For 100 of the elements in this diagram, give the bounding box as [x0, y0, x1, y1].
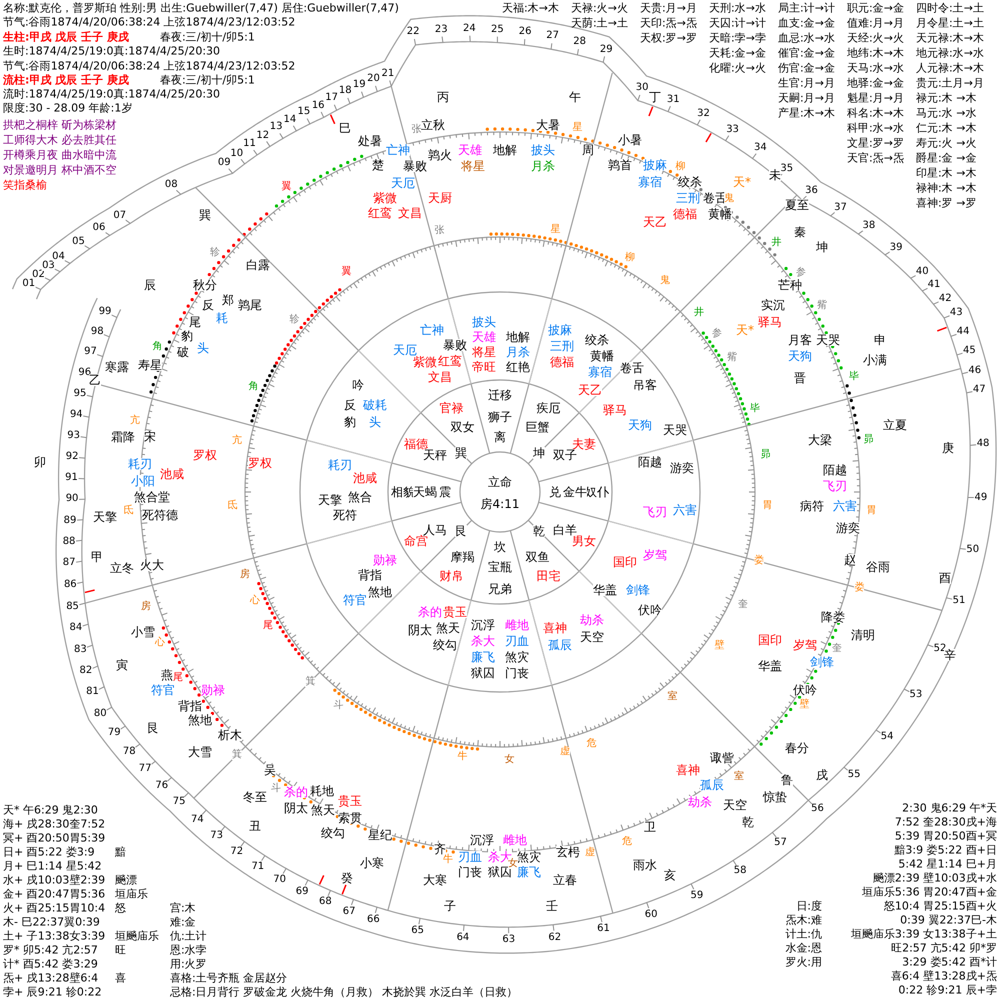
planet-position: 天* 午6:29 鬼2:30: [3, 804, 98, 816]
trigram-label: 离: [494, 431, 506, 443]
status-text: 垣庙乐: [115, 888, 148, 900]
degree-number: 90: [66, 494, 78, 504]
mansion-label: 参: [712, 329, 722, 340]
sector-label: 处暑: [358, 135, 382, 147]
star-table-entry: 天权:罗→罗: [640, 32, 697, 44]
degree-number: 30: [636, 83, 649, 94]
sign-label: 双子: [552, 448, 577, 460]
star-table-entry: 喜神:罗 →罗: [916, 196, 976, 210]
pattern-text: 罗火:用: [785, 956, 822, 968]
degree-number: 73: [210, 831, 223, 842]
star-label: 符官: [343, 594, 367, 606]
planet-position: 月+ 巳1:14 星5:42: [3, 860, 102, 872]
degree-number: 51: [952, 596, 966, 606]
sector-label: 冬至: [243, 791, 267, 803]
mansion-label: 室: [734, 772, 744, 782]
sector-label: 坤: [816, 241, 828, 253]
degree-number: 29: [600, 44, 613, 55]
mansion-label: 心: [250, 596, 260, 606]
mansion-label: 尾: [172, 673, 183, 683]
sector-label: 辰: [144, 279, 156, 291]
info-text: 流时:1874/4/25/19:0真:1874/4/25/20:30: [3, 88, 220, 100]
degree-number: 19: [352, 80, 366, 90]
mansion-label: 斗: [334, 701, 344, 712]
planet-position: 罗* 卯5:42 亢2:57: [3, 944, 98, 956]
planet-position: 日+ 酉5:22 娄3:9: [3, 846, 95, 858]
mansion-label: 井: [771, 238, 782, 248]
star-label: 池咸: [353, 472, 377, 484]
star-label: 华盖: [593, 584, 617, 596]
degree-number: 62: [548, 932, 562, 943]
star-label: 天哭: [816, 334, 840, 346]
sector-label: 丑: [249, 820, 261, 832]
sector-label: 子: [444, 900, 456, 912]
palace-label: 命宫: [404, 534, 428, 546]
pattern-text: 恩:水孛: [170, 944, 207, 956]
trigram-label: 坎: [494, 541, 506, 553]
degree-number: 61: [597, 924, 610, 934]
star-label: 披麻: [643, 159, 667, 171]
star-table-entry: 血支:金→金: [778, 16, 835, 30]
star-label: 天厄: [393, 344, 417, 356]
pattern-text: 用:火罗: [170, 958, 207, 970]
mansion-label: 娄: [754, 556, 764, 566]
pattern-text: 喜格:土号齐瓶 金居赵分: [170, 972, 288, 984]
planet-position: 5:42 星1:14 巳+月: [898, 858, 997, 870]
degree-number: 23: [434, 24, 448, 35]
planet-position: 金+ 酉20:47胃5:36: [3, 888, 106, 900]
star-label: 杀的: [284, 786, 308, 798]
star-label: 文昌: [398, 207, 422, 219]
degree-number: 20: [367, 74, 380, 84]
star-label: 破: [177, 346, 189, 358]
star-label: 吊客: [633, 379, 657, 391]
sector-label: 实沉: [761, 299, 785, 311]
star-label: 喜神: [676, 764, 700, 776]
planet-label: 罗权: [248, 457, 272, 469]
mansion-label: 轸: [210, 248, 220, 258]
star-label: 沉浮: [470, 834, 494, 846]
sector-label: 鲁: [781, 774, 793, 786]
mansion-label: 亢: [232, 436, 242, 446]
star-table-entry: 文星:罗→罗: [847, 136, 904, 150]
degree-number: 25: [490, 24, 504, 35]
sector-label: 大寒: [423, 874, 447, 886]
star-label: 吟: [352, 379, 364, 391]
star-label: 月杀: [506, 346, 530, 358]
degree-number: 87: [62, 558, 76, 568]
status-text: 旺: [115, 944, 126, 956]
mansion-label: 箕: [305, 676, 316, 686]
sector-label: 鹑尾: [238, 299, 262, 311]
sector-label: 诹訾: [710, 752, 734, 764]
star-table-entry: 科甲:水→水: [847, 122, 904, 134]
sign-label: 双女: [450, 421, 474, 434]
planet-position: 喜6:4 壁13:28戌+炁: [890, 970, 997, 982]
sector-label: 艮: [147, 722, 159, 734]
center-label: 房4:11: [480, 498, 520, 510]
degree-number: 67: [342, 906, 356, 917]
sign-label: 宝瓶: [488, 561, 512, 573]
sign-label: 巨蟹: [526, 421, 550, 434]
sector-label: 夏至: [785, 199, 809, 211]
sector-label: 小寒: [360, 857, 384, 869]
degree-number: 95: [74, 388, 86, 399]
mansion-label: 娄: [854, 583, 864, 594]
degree-number: 18: [338, 86, 352, 96]
degree-number: 06: [92, 223, 106, 234]
degree-number: 40: [916, 267, 929, 278]
mansion-label: 亢: [130, 416, 140, 426]
sector-label: 巽: [199, 209, 211, 221]
mansion-label: 轸: [290, 314, 300, 325]
star-table-entry: 天官:炁→炁: [847, 152, 904, 164]
sign-label: 天蝎: [413, 486, 437, 498]
degree-number: 97: [84, 347, 97, 358]
sector-label: 立夏: [883, 419, 907, 431]
star-label: 反: [344, 399, 356, 411]
star-label: 披头: [472, 316, 496, 328]
star-label: 剑锋: [810, 656, 834, 668]
star-label: 天狗: [628, 419, 652, 431]
degree-number: 82: [80, 666, 92, 676]
info-text: 春夜:三/初十/卯5:1: [160, 74, 255, 86]
degree-number: 59: [690, 890, 704, 901]
star-label: 喜神: [543, 622, 567, 634]
trigram-label: 坤: [532, 447, 545, 460]
